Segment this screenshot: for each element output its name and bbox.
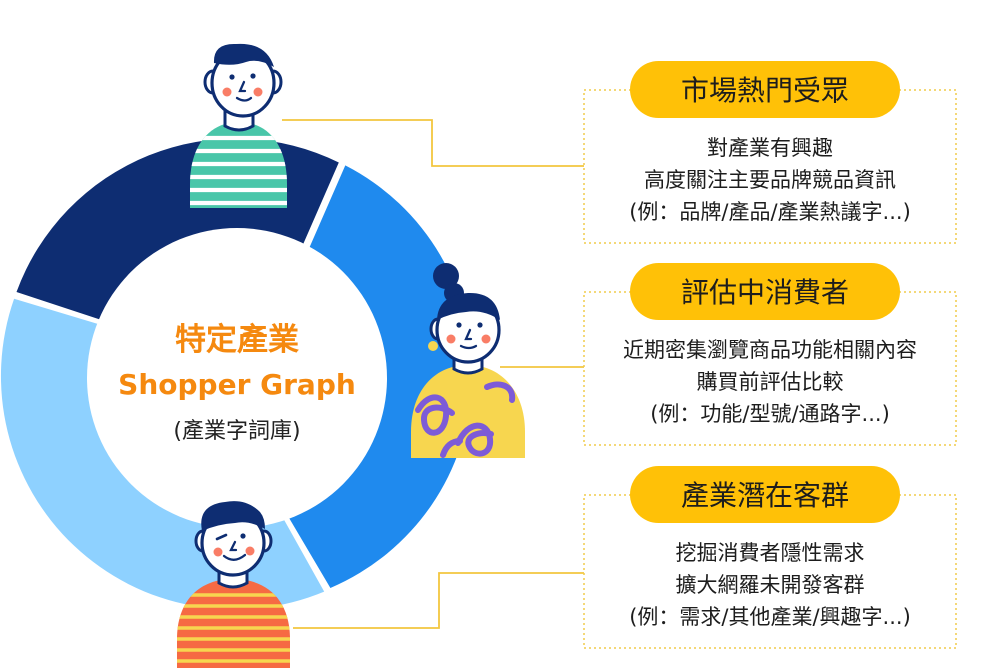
mouth-middle <box>459 344 478 350</box>
donut-center <box>87 228 387 528</box>
mouth-bottom <box>222 553 247 561</box>
connector-bottom <box>293 572 584 629</box>
earring-middle <box>428 341 438 351</box>
shirt-middle <box>411 365 525 458</box>
cheek-right-bottom <box>245 546 255 556</box>
eye-left-bottom <box>215 533 228 541</box>
segment-title-3: 產業潛在客群 <box>681 479 849 512</box>
nose-middle <box>464 328 473 341</box>
segment-title-2: 評估中消費者 <box>681 276 849 309</box>
segment-1-line-3: (例：品牌/產品/產業熱議字...) <box>629 200 911 224</box>
segment-1-line-2: 高度關注主要品牌競品資訊 <box>644 168 896 192</box>
segment-3-line-2: 擴大網羅未開發客群 <box>676 573 865 597</box>
eye-left-top <box>229 74 235 80</box>
eye-right-middle <box>477 322 483 328</box>
mouth-top <box>235 96 253 102</box>
center-subtitle: Shopper Graph <box>118 368 356 401</box>
pill-3 <box>630 466 900 523</box>
connector-top <box>282 119 584 167</box>
person-avatar-top <box>190 43 287 208</box>
person-avatar-middle <box>411 263 525 458</box>
segment-3-line-3: (例：需求/其他產業/興趣字...) <box>629 605 911 629</box>
nose-bottom <box>229 540 238 552</box>
connector-lines <box>282 119 584 629</box>
eye-left-middle <box>456 322 462 328</box>
segment-pills <box>630 61 900 523</box>
eye-right-bottom <box>240 533 246 539</box>
segment-2-line-2: 購買前評估比較 <box>697 370 844 394</box>
cheek-left-middle <box>446 334 456 344</box>
segment-3-line-1: 挖掘消費者隱性需求 <box>676 541 865 565</box>
segment-title-1: 市場熱門受眾 <box>681 74 849 107</box>
cheek-left-bottom <box>213 547 223 557</box>
hair-top <box>213 43 274 67</box>
center-title: 特定產業 <box>175 322 299 358</box>
center-note: (產業字詞庫) <box>173 419 300 444</box>
hair-middle <box>437 292 500 320</box>
pill-2 <box>630 263 900 320</box>
cheek-right-middle <box>481 334 491 344</box>
shirt-bottom <box>177 579 290 668</box>
pill-1 <box>630 61 900 118</box>
hair-bottom <box>201 501 265 531</box>
eye-right-top <box>250 73 256 79</box>
segment-2-line-1: 近期密集瀏覽商品功能相關內容 <box>623 338 917 362</box>
person-avatar-bottom <box>177 501 290 668</box>
cheek-right-top <box>253 87 263 97</box>
hair-bun-top <box>433 263 459 289</box>
segment-2-line-3: (例：功能/型號/通路字...) <box>650 402 890 426</box>
segment-1-line-1: 對產業有興趣 <box>707 136 833 160</box>
nose-top <box>238 80 247 93</box>
cheek-left-top <box>222 87 232 97</box>
